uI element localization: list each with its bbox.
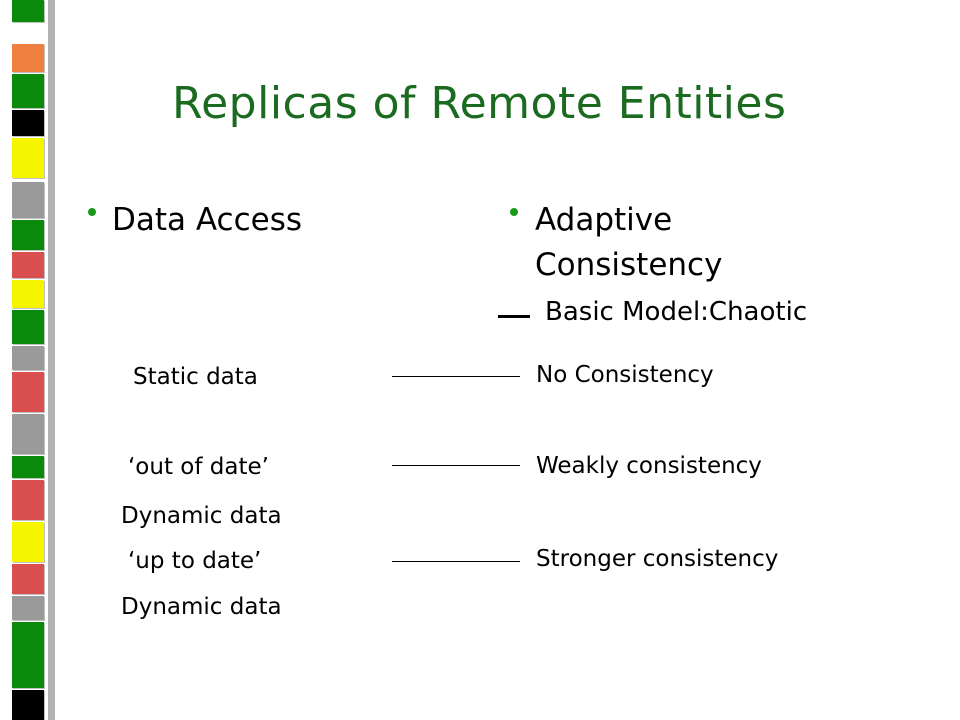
strip-tile [12, 596, 44, 620]
strip-tile [12, 44, 44, 72]
data-type-label: ‘out of date’ [128, 454, 269, 480]
strip-tile [12, 690, 44, 720]
strip-tile [12, 346, 44, 370]
strip-rail [48, 0, 55, 720]
sub-bullet-text: Basic Model:Chaotic [545, 297, 808, 327]
bullet-icon [88, 208, 96, 216]
bullet-icon [510, 208, 518, 216]
strip-tile [12, 220, 44, 250]
strip-tile [12, 110, 44, 136]
right-bullet-heading-line2: Consistency [535, 247, 723, 283]
data-type-label: Static data [133, 364, 258, 390]
strip-tile [12, 456, 44, 478]
left-bullet-heading: Data Access [112, 202, 302, 238]
data-type-label: Dynamic data [121, 503, 282, 529]
connector-line [392, 561, 520, 562]
strip-tile [12, 622, 44, 688]
connector-line [392, 376, 520, 377]
consistency-label: No Consistency [536, 362, 714, 388]
dash-icon [498, 315, 530, 318]
data-type-label: Dynamic data [121, 594, 282, 620]
slide-title: Replicas of Remote Entities [172, 78, 787, 129]
strip-tile [12, 310, 44, 344]
strip-tile [12, 182, 44, 218]
strip-tile [12, 414, 44, 454]
strip-tile [12, 480, 44, 520]
data-type-label: ‘up to date’ [128, 548, 262, 574]
strip-tile [12, 0, 44, 22]
strip-tile [12, 280, 44, 308]
strip-tile [12, 252, 44, 278]
strip-tile [12, 138, 44, 178]
consistency-label: Stronger consistency [536, 546, 779, 572]
strip-tile [12, 372, 44, 412]
right-bullet-heading-line1: Adaptive [535, 202, 673, 238]
strip-tile [12, 564, 44, 594]
decorative-strip [0, 0, 58, 720]
strip-tile [12, 74, 44, 108]
consistency-label: Weakly consistency [536, 453, 762, 479]
connector-line [392, 465, 520, 466]
strip-tile [12, 522, 44, 562]
